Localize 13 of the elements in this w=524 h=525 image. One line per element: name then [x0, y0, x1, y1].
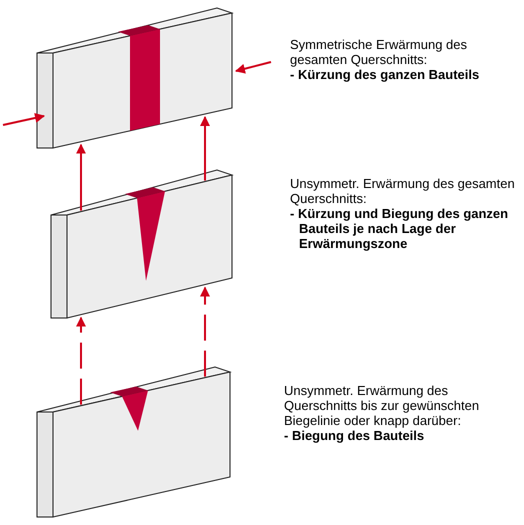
- arrow: [76, 316, 86, 405]
- description-text: Symmetrische Erwärmung des gesamten Querschnitts:: [290, 37, 468, 67]
- plate-drawing: [50, 169, 233, 319]
- description-text: Unsymmetr. Erwärmung des Querschnitts bis zur gewünschten Biegelinie oder knapp darüber:: [284, 383, 480, 428]
- plate-drawing: [36, 366, 231, 518]
- arrow: [200, 286, 210, 377]
- arrow: [200, 116, 210, 181]
- plate-drawing: [36, 7, 233, 149]
- result-text: - Kürzung und Biegung des ganzen Bauteils je nach Lage der Erwärmungszone: [290, 206, 510, 251]
- result-text: - Kürzung des ganzen Bauteils: [290, 67, 480, 82]
- result-text: - Biegung des Bauteils: [284, 428, 426, 443]
- description-text: Unsymmetr. Erwärmung des gesamten Querschnitts:: [290, 176, 516, 206]
- arrow: [76, 144, 86, 211]
